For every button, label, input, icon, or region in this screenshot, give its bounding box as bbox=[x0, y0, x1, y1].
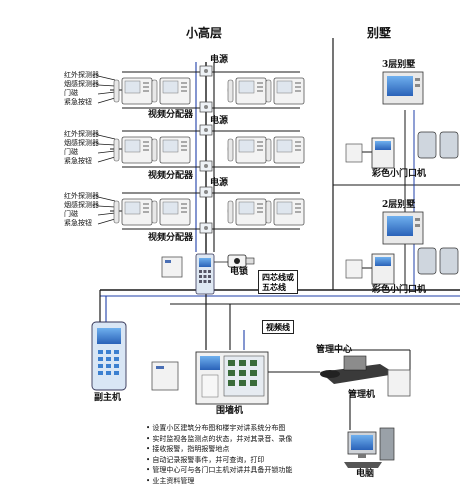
power-label: 电源 bbox=[210, 55, 229, 65]
section-title-villa: 别墅 bbox=[367, 26, 392, 40]
power-label: 电源 bbox=[210, 116, 229, 126]
sensor-label: 紧急按钮 bbox=[64, 98, 92, 106]
management-center-label: 管理中心 bbox=[316, 345, 353, 355]
feature-item: • 业主资料管理 bbox=[146, 476, 195, 485]
floor-wiring-3 bbox=[110, 192, 300, 230]
villa-2f-label: 2层别墅 bbox=[382, 200, 416, 210]
sensor-label: 紧急按钮 bbox=[64, 219, 92, 227]
wall-unit-label: 围墙机 bbox=[216, 406, 244, 416]
feature-item: • 接收报警，指明报警地点 bbox=[146, 445, 230, 453]
villa-3f-gate-label: 彩色小门口机 bbox=[372, 169, 427, 179]
wire-type-callout: 四芯线或 五芯线 bbox=[258, 270, 298, 294]
splitter-label: 视频分配器 bbox=[148, 110, 194, 120]
video-wire-callout: 视频线 bbox=[262, 320, 294, 334]
sensor-label: 紧急按钮 bbox=[64, 157, 92, 165]
wire-type-line2: 五芯线 bbox=[262, 282, 286, 292]
wire-type-line1: 四芯线或 bbox=[262, 272, 294, 282]
electric-lock-label: 电锁 bbox=[230, 267, 249, 277]
sensor-label: 红外探测器 bbox=[64, 192, 99, 200]
sensor-label: 烟感探测器 bbox=[64, 201, 99, 209]
sub-host-label: 副主机 bbox=[94, 393, 122, 403]
sensor-label: 门磁 bbox=[64, 89, 78, 97]
sensor-label: 门磁 bbox=[64, 148, 78, 156]
computer-label: 电脑 bbox=[356, 469, 375, 479]
feature-item: • 实时监视各监测点的状态，并对其录音、录像 bbox=[146, 434, 293, 443]
sensor-label: 红外探测器 bbox=[64, 71, 99, 79]
section-title-high-rise: 小高层 bbox=[186, 26, 223, 40]
sensor-label: 门磁 bbox=[64, 210, 78, 218]
villa-2f-gate-label: 彩色小门口机 bbox=[372, 285, 427, 295]
power-label: 电源 bbox=[210, 178, 229, 188]
floor-wiring-2 bbox=[110, 130, 300, 168]
feature-item: • 自动记录报警事件，并可查询，打印 bbox=[146, 455, 265, 464]
sensor-pointers bbox=[97, 75, 116, 225]
floor-wiring-1 bbox=[110, 71, 300, 109]
sensor-label: 红外探测器 bbox=[64, 130, 99, 138]
feature-list: • 设置小区建筑分布图和楼宇对讲系统分布图 • 实时监视各监测点的状态，并对其录… bbox=[146, 423, 292, 486]
villa-3f-label: 3层别墅 bbox=[382, 60, 416, 70]
splitter-label: 视频分配器 bbox=[148, 171, 194, 181]
feature-item: • 管理中心可与各门口主机对讲并具备开锁功能 bbox=[146, 466, 293, 474]
splitter-label: 视频分配器 bbox=[148, 233, 194, 243]
sensor-label: 烟感探测器 bbox=[64, 139, 99, 147]
feature-item: • 设置小区建筑分布图和楼宇对讲系统分布图 bbox=[146, 424, 286, 432]
sensor-label: 烟感探测器 bbox=[64, 80, 99, 88]
management-machine-label: 管理机 bbox=[348, 390, 376, 400]
